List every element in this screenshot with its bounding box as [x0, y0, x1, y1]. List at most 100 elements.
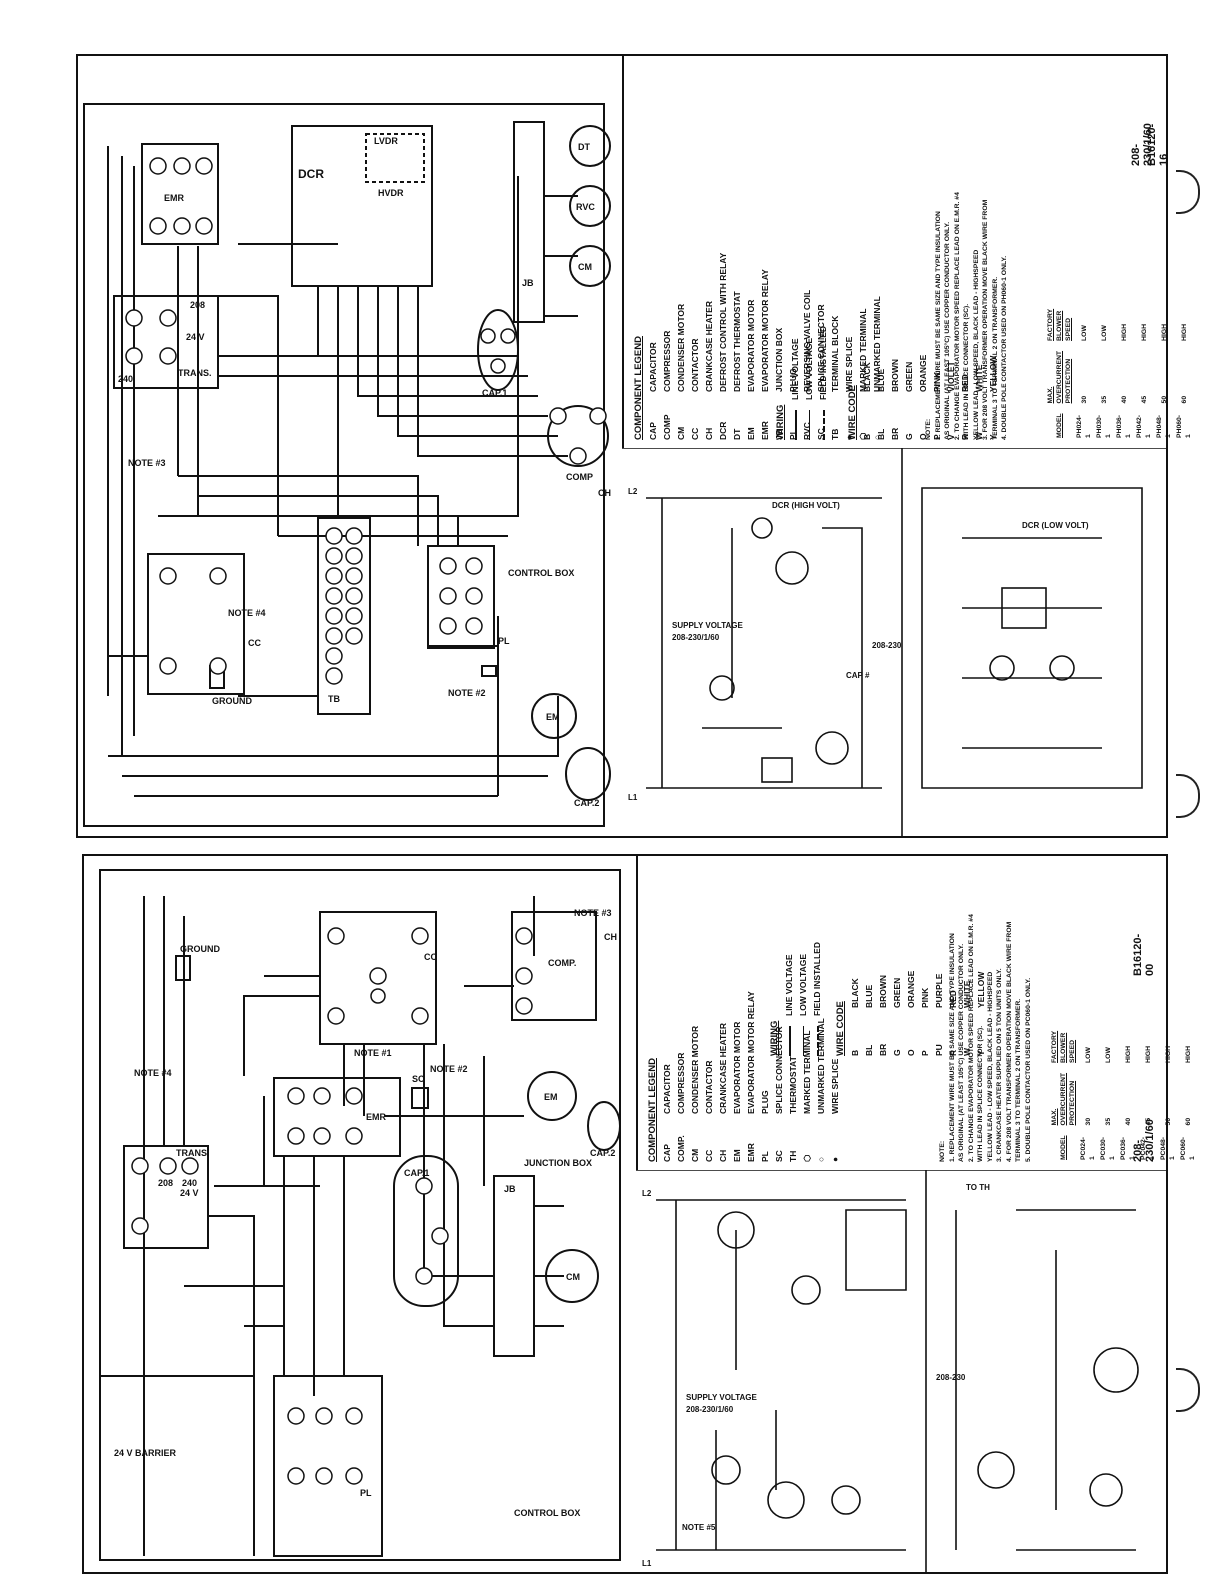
legend-name: DEFROST THERMOSTAT	[732, 291, 742, 392]
table-cell: PC030-1	[1100, 1136, 1116, 1160]
top-notes-heading: NOTE:	[925, 418, 932, 440]
top-component-legend-heading: COMPONENT LEGEND	[633, 336, 644, 440]
table-cell: HIGH	[1164, 1045, 1172, 1063]
bottom-208-label: 208	[158, 1178, 173, 1188]
table-cell: 45	[1140, 395, 1148, 404]
wire-color: BLACK	[862, 362, 872, 392]
wire-color: BLACK	[850, 978, 860, 1008]
binder-hole-mark	[1176, 170, 1200, 214]
legend-code: SC	[774, 1150, 784, 1162]
table-header: MAX. OVERCURRENT PROTECTION	[1047, 350, 1072, 404]
table-header: FACTORY BLOWER SPEED	[1047, 308, 1072, 341]
bottom-cc-label: CC	[424, 952, 437, 962]
bottom-cm-label: CM	[566, 1272, 580, 1282]
table-cell: HIGH	[1160, 323, 1168, 341]
note-line: TERMINAL 3 TO TERMINAL 2 ON TRANSFORMER.	[991, 276, 999, 440]
table-cell: 60	[1180, 395, 1188, 404]
bottom-24v-label: 24 V	[180, 1188, 199, 1198]
top-dcr-high-label: DCR (HIGH VOLT)	[772, 501, 840, 510]
wire-code: BL	[864, 1044, 874, 1056]
wire-code: P	[920, 1050, 930, 1056]
wire-code-row: BL BLUE	[874, 326, 888, 440]
bottom-part-number: B16120-00	[1132, 933, 1156, 976]
table-cell: LOW	[1100, 325, 1108, 341]
top-rvc-label: RVC	[576, 202, 595, 212]
wire-color: GREEN	[892, 977, 902, 1008]
wire-color: BLUE	[876, 368, 886, 392]
top-comp-label: COMP	[566, 472, 593, 482]
legend-code: DCR	[718, 421, 728, 440]
top-cap-hash-label: CAP #	[846, 671, 870, 680]
legend-code: CH	[718, 1149, 728, 1162]
top-part-number: B16120-16	[1146, 123, 1170, 166]
table-cell: 50	[1164, 1117, 1172, 1126]
top-cap2-label: CAP.2	[574, 798, 599, 808]
note-line: 5. DOUBLE POLE CONTACTOR USED ON PC060-1…	[1024, 977, 1032, 1162]
wire-code: BL	[876, 428, 886, 440]
note-line: 2. TO CHANGE EVAPORATOR MOTOR SPEED REPL…	[953, 192, 961, 440]
note-line: 4. DOUBLE POLE CONTACTOR USED ON PH060-1…	[1001, 255, 1008, 440]
table-cell: HIGH	[1140, 323, 1148, 341]
wiring-key-row: FIELD INSTALLED	[810, 942, 824, 1056]
wiring-key-row: FIELD INSTALLED	[816, 326, 830, 440]
note-line: 2. TO CHANGE EVAPORATOR MOTOR SPEED REPL…	[967, 914, 975, 1162]
bottom-rating: 208-230/1/60	[1132, 1119, 1156, 1162]
bottom-240-label: 240	[182, 1178, 197, 1188]
legend-row: COMP.COMPRESSOR	[674, 991, 688, 1162]
top-hvdr-label: HVDR	[378, 188, 404, 198]
table-cell: PH042-1	[1136, 414, 1152, 438]
wiring-line-sample	[823, 410, 830, 440]
legend-code: CM	[676, 426, 686, 440]
wire-color: ORANGE	[906, 970, 916, 1008]
legend-code: ○	[816, 1156, 826, 1162]
wiring-line-sample	[795, 410, 802, 440]
legend-code: CM	[690, 1148, 700, 1162]
legend-name: EVAPORATOR MOTOR	[732, 1021, 742, 1114]
bottom-supply-v-label: 208-230/1/60	[686, 1405, 734, 1414]
top-wiring-sheet: DCR LVDR HVDR EMR TRANS. 24 V 208 240 JB…	[76, 54, 1192, 838]
binder-hole-mark	[1176, 774, 1200, 818]
top-note3-label: NOTE #3	[128, 458, 166, 468]
wiring-line-sample	[789, 1026, 796, 1056]
top-em-label: EM	[546, 712, 560, 722]
legend-name: EVAPORATOR MOTOR RELAY	[746, 991, 756, 1114]
table-cell: 30	[1080, 395, 1088, 404]
wire-color: GREEN	[904, 361, 914, 392]
bottom-ground-label: GROUND	[180, 944, 220, 954]
table-cell: PC060-1	[1180, 1136, 1196, 1160]
wire-code: G	[904, 433, 914, 440]
note-line: 4. FOR 208 VOLT TRANSFORMER OPERATION MO…	[1005, 921, 1013, 1162]
wiring-key-label: LOW VOLTAGE	[804, 337, 814, 400]
legend-name: CONTACTOR	[704, 1060, 714, 1114]
legend-code: CC	[704, 1149, 714, 1162]
wiring-key-label: FIELD INSTALLED	[812, 942, 822, 1016]
legend-code: CAP	[648, 422, 658, 440]
legend-code: CH	[704, 427, 714, 440]
table-cell: LOW	[1080, 325, 1088, 341]
bottom-comp-label: COMP.	[548, 958, 576, 968]
top-208-label: 208	[190, 300, 205, 310]
bottom-ch-label: CH	[604, 932, 617, 942]
table-cell: 30	[1084, 1117, 1092, 1126]
top-note2-label: NOTE #2	[448, 688, 486, 698]
wiring-key-label: FIELD INSTALLED	[818, 326, 828, 400]
bottom-note2-label: NOTE #2	[430, 1064, 468, 1074]
bottom-note1-label: NOTE #1	[354, 1048, 392, 1058]
bottom-trans-label: TRANS.	[176, 1148, 210, 1158]
bottom-l1-label: L1	[642, 1559, 652, 1568]
legend-code: EM	[746, 427, 756, 440]
